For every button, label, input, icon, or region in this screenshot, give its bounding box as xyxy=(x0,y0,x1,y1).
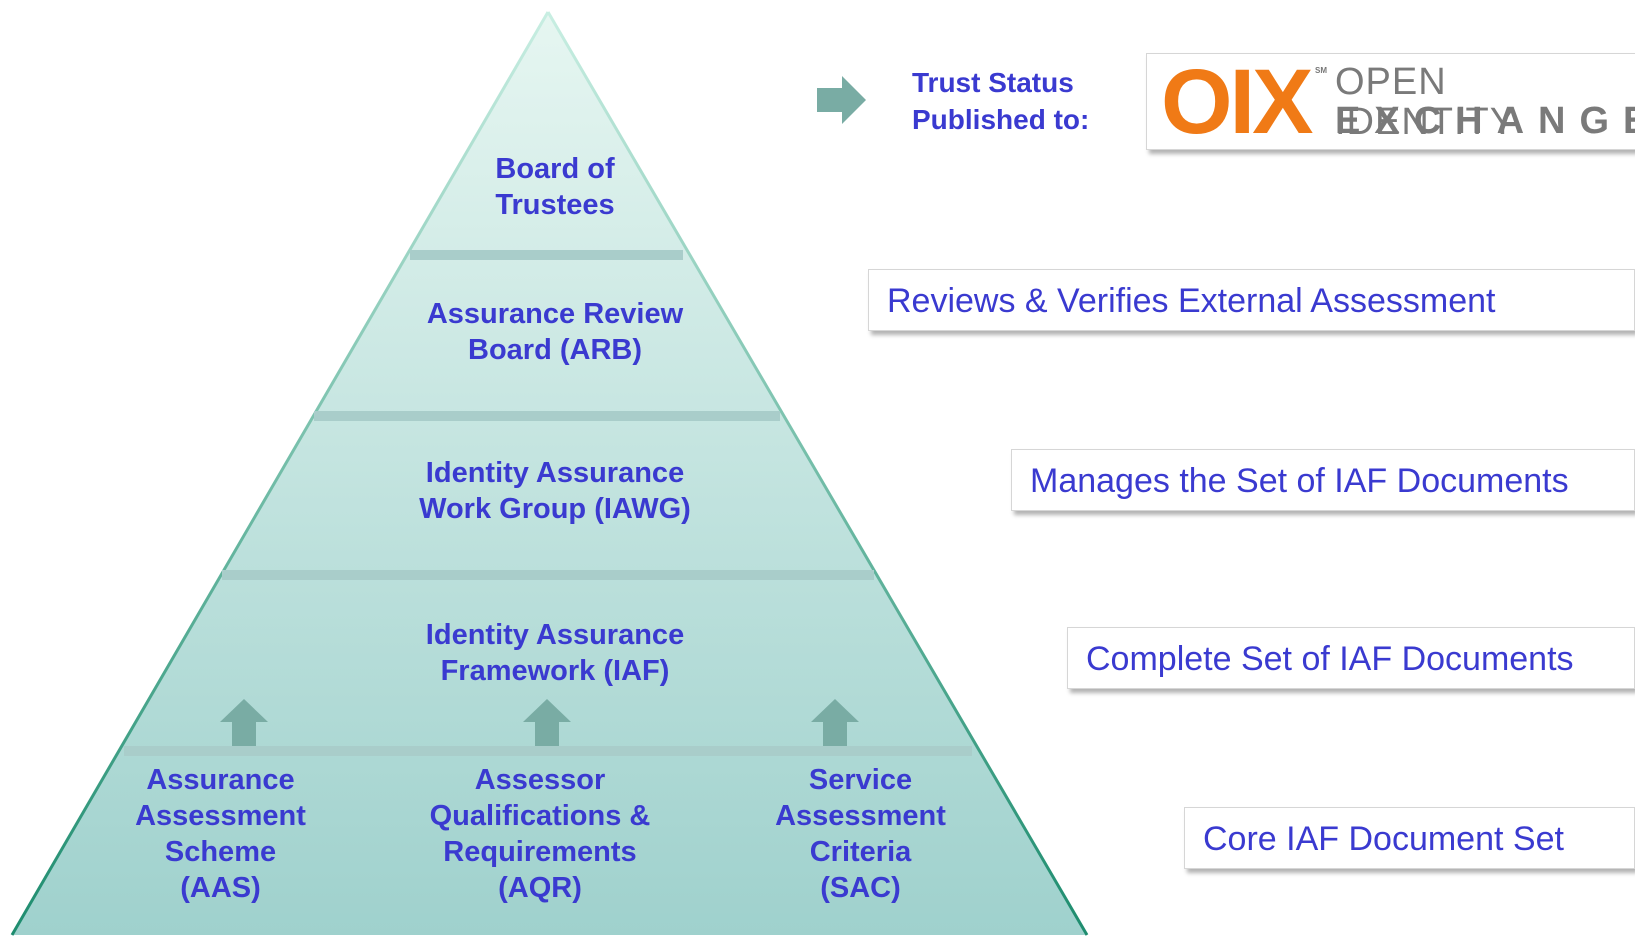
pyramid-body xyxy=(12,12,1087,935)
base-doc-aas: Assurance Assessment Scheme (AAS) xyxy=(108,762,333,906)
tier-label-line: Assurance Review xyxy=(426,298,684,330)
base-doc-line: (AQR) xyxy=(498,872,582,904)
base-doc-line: (AAS) xyxy=(180,872,261,904)
base-doc-line: Scheme xyxy=(164,836,277,868)
tier-board-of-trustees: Board of Trustees xyxy=(430,151,680,223)
tier-divider xyxy=(222,570,874,580)
oix-logo-line1: OPEN IDENTITY xyxy=(1335,61,1517,143)
pyramid-left-edge xyxy=(10,11,550,936)
oix-logo-servicemark: SM xyxy=(1315,66,1327,75)
tier-assurance-review-board: Assurance Review Board (ARB) xyxy=(380,296,730,368)
tier-label-line: Board (ARB) xyxy=(468,334,642,366)
base-doc-line: Criteria xyxy=(809,836,912,868)
up-arrow-icon xyxy=(811,699,859,746)
tier-label-line: Identity Assurance xyxy=(425,619,685,651)
base-doc-aqr: Assessor Qualifications & Requirements (… xyxy=(400,762,680,906)
oix-logo: OIX SM OPEN IDENTITY EXCHANGE xyxy=(1146,53,1635,150)
trust-status-line: Trust Status xyxy=(912,67,1074,98)
up-arrow-icon xyxy=(523,699,571,746)
base-doc-line: (SAC) xyxy=(820,872,901,904)
tier-label-line: Identity Assurance xyxy=(425,457,685,489)
oix-logo-mark: OIX xyxy=(1161,53,1313,150)
base-doc-line: Qualifications & xyxy=(429,800,651,832)
base-doc-sac: Service Assessment Criteria (SAC) xyxy=(748,762,973,906)
tier-label-line: Framework (IAF) xyxy=(440,655,670,687)
description-box-iaf: Complete Set of IAF Documents xyxy=(1067,627,1635,689)
right-arrow-icon xyxy=(817,76,866,124)
base-doc-line: Assessor xyxy=(474,764,606,796)
pyramid-right-edge xyxy=(546,11,1089,936)
oix-logo-line2: EXCHANGE xyxy=(1335,100,1635,142)
base-doc-line: Assurance xyxy=(146,764,295,796)
description-box-core: Core IAF Document Set xyxy=(1184,807,1635,869)
tier-label-line: Board of xyxy=(495,153,615,185)
description-box-iawg: Manages the Set of IAF Documents xyxy=(1011,449,1635,511)
trust-status-line: Published to: xyxy=(912,104,1090,135)
tier-divider xyxy=(314,411,780,421)
base-doc-line: Service xyxy=(808,764,913,796)
tier-identity-assurance-work-group: Identity Assurance Work Group (IAWG) xyxy=(375,455,735,527)
up-arrow-icon xyxy=(220,699,268,746)
base-doc-line: Assessment xyxy=(775,800,946,832)
tier-label-line: Trustees xyxy=(495,189,615,221)
base-doc-line: Requirements xyxy=(443,836,637,868)
tier-divider xyxy=(410,250,683,260)
tier-identity-assurance-framework: Identity Assurance Framework (IAF) xyxy=(375,617,735,689)
trust-status-label: Trust Status Published to: xyxy=(912,64,1089,138)
description-box-arb: Reviews & Verifies External Assessment xyxy=(868,269,1635,331)
base-doc-line: Assessment xyxy=(135,800,306,832)
tier-divider xyxy=(124,746,972,756)
tier-label-line: Work Group (IAWG) xyxy=(419,493,691,525)
